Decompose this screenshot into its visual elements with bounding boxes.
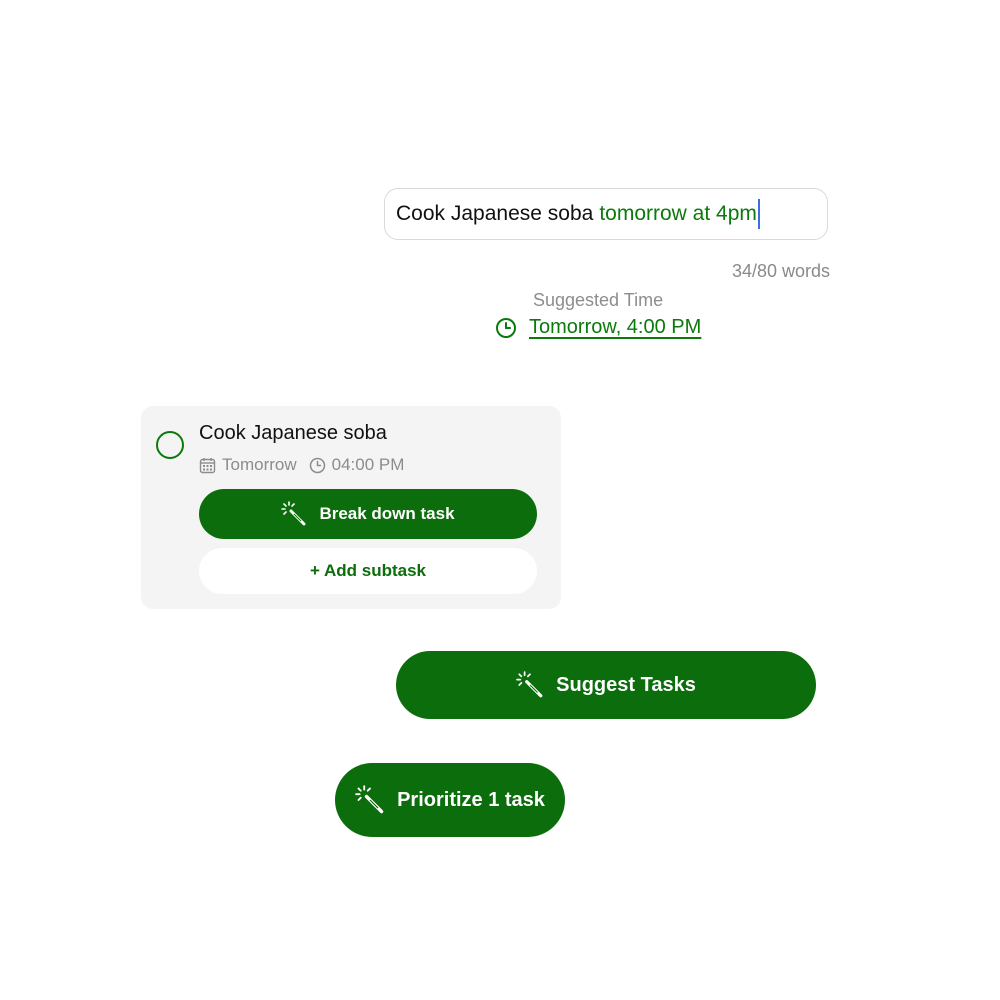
task-title: Cook Japanese soba	[199, 422, 387, 444]
task-input[interactable]: Cook Japanese soba tomorrow at 4pm	[384, 188, 828, 240]
word-count: 34/80 words	[731, 261, 830, 281]
task-meta: Tomorrow 04:00 PM	[199, 455, 404, 475]
task-time: 04:00 PM	[331, 455, 405, 474]
task-date: Tomorrow	[222, 455, 297, 474]
add-subtask-button[interactable]: + Add subtask	[199, 548, 537, 594]
suggested-time-label: Suggested Time	[533, 290, 664, 310]
break-down-task-button[interactable]: Break down task	[199, 489, 537, 539]
magic-wand-icon	[355, 785, 385, 815]
suggested-time-value[interactable]: Tomorrow, 4:00 PM	[529, 316, 702, 338]
clock-icon	[309, 457, 326, 474]
text-caret	[757, 199, 760, 229]
task-input-date-highlight: tomorrow at 4pm	[599, 202, 757, 225]
clock-icon	[495, 317, 517, 339]
break-down-task-label: Break down task	[319, 504, 455, 523]
task-input-text: Cook Japanese soba	[396, 202, 594, 225]
task-card: Cook Japanese soba Tomorrow 04:00 PM	[141, 406, 561, 609]
suggested-time-link[interactable]: Tomorrow, 4:00 PM	[495, 316, 701, 339]
prioritize-task-button[interactable]: Prioritize 1 task	[335, 763, 565, 837]
suggest-tasks-button[interactable]: Suggest Tasks	[396, 651, 816, 719]
task-complete-checkbox[interactable]	[156, 431, 184, 459]
magic-wand-icon	[281, 501, 307, 527]
magic-wand-icon	[516, 671, 544, 699]
suggest-tasks-label: Suggest Tasks	[556, 673, 696, 696]
prioritize-task-label: Prioritize 1 task	[397, 788, 545, 811]
calendar-icon	[199, 457, 216, 474]
